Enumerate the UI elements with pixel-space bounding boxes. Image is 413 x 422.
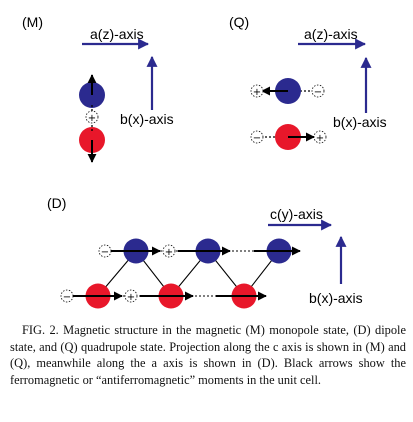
minus-sign: − [314,87,322,98]
panel-d-label: (D) [47,195,66,211]
panel-q-b-axis-label: b(x)-axis [333,114,387,130]
panel-m-label: (M) [22,14,43,30]
plus-charge-icon [313,130,327,144]
minus-sign: − [63,292,71,303]
plus-sign: + [165,247,173,258]
minus-charge-icon [60,289,74,303]
panel-m-b-axis-label: b(x)-axis [120,111,174,127]
panel-d-b-axis-label: b(x)-axis [309,290,363,306]
minus-charge-icon [250,130,264,144]
plus-charge-icon [162,244,176,258]
panel-m-a-axis-label: a(z)-axis [90,26,144,42]
panel-q-a-axis-label: a(z)-axis [304,26,358,42]
minus-charge-icon [98,244,112,258]
panel-m: (M) a(z)-axis b(x)-axis + [22,14,174,163]
panel-q-label: (Q) [229,14,249,30]
plus-charge-icon [250,84,264,98]
plus-sign: + [316,133,324,144]
minus-charge-icon [311,84,325,98]
panel-q: (Q) a(z)-axis b(x)-axis + − − + [229,14,387,150]
plus-sign: + [253,87,261,98]
figure-caption: FIG. 2. Magnetic structure in the magnet… [10,323,406,387]
plus-sign: + [88,113,96,124]
plus-charge-icon [124,289,138,303]
minus-sign: − [253,133,261,144]
panel-d-c-axis-label: c(y)-axis [270,206,323,222]
figure-2: (M) a(z)-axis b(x)-axis + (Q) a(z)-axis … [22,14,387,309]
plus-charge-icon [85,110,99,124]
minus-sign: − [101,247,109,258]
plus-sign: + [127,292,135,303]
panel-d: (D) c(y)-axis b(x)-axis − + − [47,195,363,309]
